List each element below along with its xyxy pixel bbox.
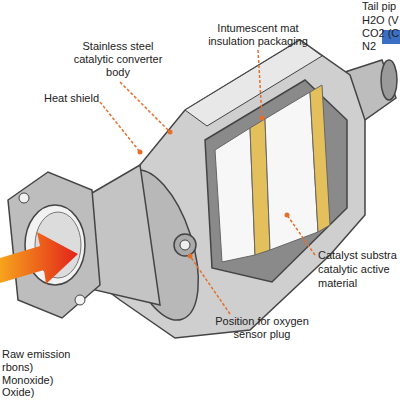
part-label: Raw emission <box>2 348 70 361</box>
leader-dot <box>285 213 290 218</box>
substrate-block <box>265 92 318 250</box>
part-label: Heat shield <box>44 92 99 105</box>
mat-band <box>310 85 330 232</box>
leader-dot <box>188 254 193 259</box>
part-label: Position for oxygen sensor plug <box>207 315 317 341</box>
leader-line <box>287 215 315 255</box>
leader-line <box>258 50 262 118</box>
leader-line <box>100 102 140 152</box>
bolt-hole <box>19 193 29 203</box>
leader-dot <box>260 116 265 121</box>
part-label: rbons) <box>2 361 33 374</box>
leader-line <box>120 82 170 132</box>
part-label: N2 <box>362 40 376 53</box>
part-label: Oxide) <box>2 386 34 399</box>
inflow-arrow <box>0 232 78 284</box>
leader-line <box>190 256 230 314</box>
substrate-block <box>215 128 255 262</box>
outlet-opening <box>381 60 397 100</box>
leader-dot <box>168 130 173 135</box>
part-label: H2O (V <box>362 14 399 27</box>
part-label: Stainless steel catalytic converter body <box>66 40 170 79</box>
part-label: CO2 (C <box>362 27 399 40</box>
part-label: material <box>318 277 357 290</box>
leader-dot <box>138 150 143 155</box>
part-label: Tail pip <box>362 0 396 13</box>
part-label: catalytic active <box>318 263 390 276</box>
part-label: Catalyst substra <box>318 249 397 262</box>
sensor-boss <box>174 234 196 256</box>
sensor-hole <box>180 240 190 250</box>
part-label: Monoxide) <box>2 374 53 387</box>
part-label: Intumescent mat insulation packaging <box>199 22 317 48</box>
bolt-hole <box>75 295 85 305</box>
